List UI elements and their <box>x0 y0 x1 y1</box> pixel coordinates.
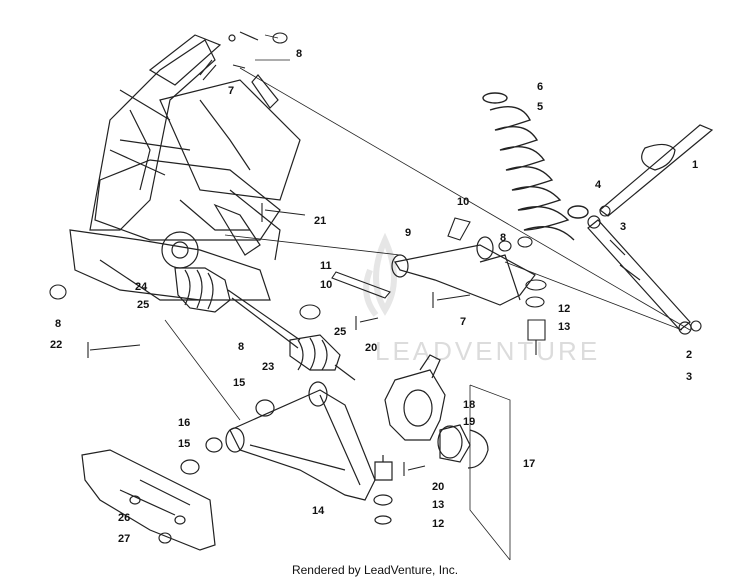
shock-absorber <box>587 215 692 335</box>
callout-20: 20 <box>365 342 377 354</box>
callout-11: 11 <box>320 260 332 272</box>
callout-18: 18 <box>463 399 475 411</box>
callout-21: 21 <box>314 215 326 227</box>
callout-12: 12 <box>432 518 444 530</box>
callout-15: 15 <box>233 377 245 389</box>
callout-24: 24 <box>135 281 148 293</box>
callout-23: 23 <box>262 361 274 373</box>
skid-plate <box>81 449 216 551</box>
callout-8: 8 <box>238 341 244 353</box>
callout-25: 25 <box>334 326 346 338</box>
callout-1: 1 <box>692 159 698 171</box>
footer-credit: Rendered by LeadVenture, Inc. <box>291 563 459 577</box>
hub-bearing <box>437 424 489 469</box>
callout-10: 10 <box>457 196 469 208</box>
callout-17: 17 <box>523 458 535 470</box>
callout-12: 12 <box>558 303 570 315</box>
callout-2: 2 <box>686 349 692 361</box>
watermark-text: LEADVENTURE <box>375 336 600 366</box>
knuckle <box>384 354 446 441</box>
callout-14: 14 <box>312 505 325 517</box>
callout-8: 8 <box>296 48 302 60</box>
leader-lines <box>164 34 691 561</box>
drive-axle <box>174 267 356 381</box>
bushings-and-bolts <box>49 32 702 544</box>
spring <box>482 92 589 241</box>
lower-a-arm <box>180 381 393 525</box>
callout-4: 4 <box>595 179 602 191</box>
callout-7: 7 <box>460 316 466 328</box>
frame <box>69 31 301 301</box>
callout-26: 26 <box>118 512 130 524</box>
callout-15: 15 <box>178 438 190 450</box>
callout-9: 9 <box>405 227 411 239</box>
upper-a-arm <box>391 236 536 306</box>
callout-20: 20 <box>432 481 444 493</box>
callout-5: 5 <box>537 101 543 113</box>
callout-6: 6 <box>537 81 543 93</box>
watermark: LEADVENTURE <box>363 232 600 366</box>
callout-27: 27 <box>118 533 130 545</box>
callout-3: 3 <box>620 221 626 233</box>
callout-3: 3 <box>686 371 692 383</box>
callout-19: 19 <box>463 416 475 428</box>
callout-16: 16 <box>178 417 190 429</box>
callout-13: 13 <box>558 321 570 333</box>
callout-13: 13 <box>432 499 444 511</box>
hook-wrench <box>599 124 714 217</box>
callout-10: 10 <box>320 279 332 291</box>
callout-25: 25 <box>137 299 149 311</box>
callout-labels: 1 2 3 3 4 5 6 7 7 8 8 8 8 9 10 10 11 12 … <box>50 48 698 545</box>
callout-7: 7 <box>228 85 234 97</box>
callout-22: 22 <box>50 339 62 351</box>
callout-8: 8 <box>500 232 506 244</box>
callout-8: 8 <box>55 318 61 330</box>
